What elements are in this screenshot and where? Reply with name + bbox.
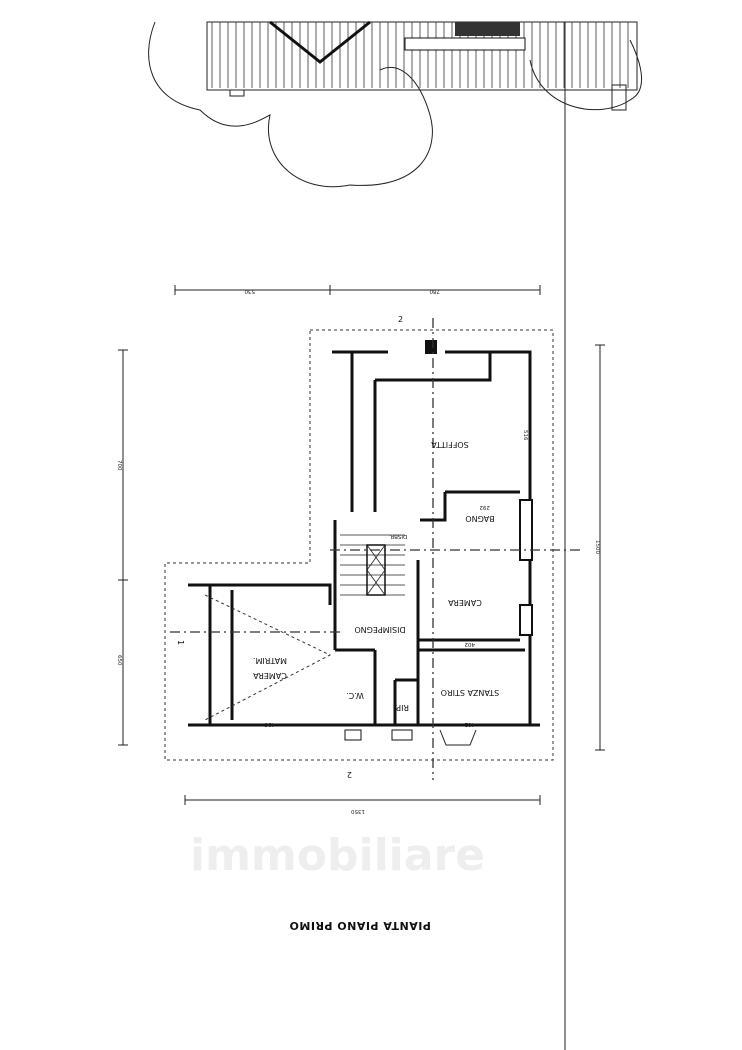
dim-left-upper: 700 (116, 460, 122, 471)
dim-right: 1500 (594, 540, 600, 554)
room-label-matrim: MATRIM. (253, 656, 287, 665)
dim-left-lower: 650 (116, 655, 122, 666)
section-mark-2-bottom: 2 (347, 770, 352, 779)
dimension-lines: 530 780 1350 700 650 1500 (116, 285, 605, 814)
dim-bathroom-width: 292 (480, 504, 491, 510)
plan-title: PIANTA PIANO PRIMO (289, 919, 431, 932)
elevation-sketch (148, 20, 643, 1050)
watermark: immobiliare (190, 830, 485, 881)
walls (188, 340, 540, 746)
room-label-soffitta: SOFFITTA (431, 440, 469, 449)
room-label-stanza-stiro: STANZA STIRO (441, 688, 499, 697)
dim-top-right: 780 (429, 288, 440, 294)
room-label-rip: RIP. (395, 703, 409, 712)
dim-attic-height: 516 (522, 430, 528, 441)
section-mark-1: 1 (176, 640, 185, 645)
room-label-camera: CAMERA (448, 598, 482, 607)
room-label-disimpegno: DISIMPEGNO (354, 625, 405, 634)
room-label-disbr: DISBR. (389, 533, 408, 539)
dim-ironing-width: 402 (465, 721, 476, 727)
room-label-camera-matrim: CAMERA (253, 671, 287, 680)
section-lines: 2 2 1 (170, 315, 580, 780)
roof-outline (164, 329, 554, 761)
dim-bedroom-width: 402 (465, 641, 476, 647)
staircase (340, 534, 405, 596)
room-label-bagno: BAGNO (465, 514, 494, 523)
dim-master-width: 496 (264, 721, 275, 727)
section-mark-2-top: 2 (398, 315, 403, 324)
dim-bottom: 1350 (351, 808, 365, 814)
dim-top-left: 530 (244, 288, 255, 294)
room-label-wc: W.C. (346, 691, 364, 700)
